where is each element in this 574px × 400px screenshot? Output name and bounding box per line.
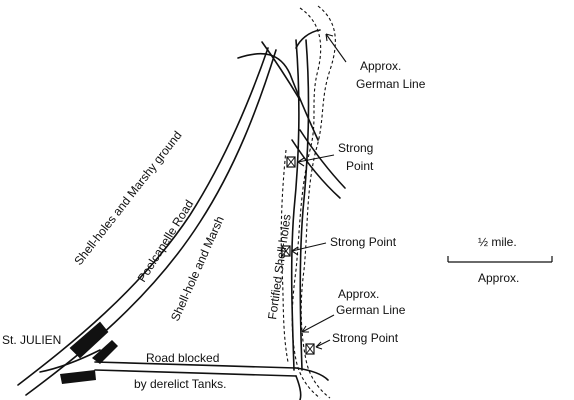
- label-road-blocked-2: by derelict Tanks.: [134, 377, 227, 391]
- german-line: [280, 5, 336, 399]
- arrow-strong-point-top: [297, 154, 335, 163]
- scale-note: Approx.: [478, 271, 519, 285]
- top-crossroad-c: [295, 29, 321, 49]
- label-approx-german-line-top-1: Approx.: [360, 59, 401, 73]
- arrow-german-line-mid: [301, 314, 335, 333]
- label-strong-point-bottom: Strong Point: [332, 331, 399, 345]
- trench-line-2: [300, 5, 336, 399]
- poelcapelle-road-edge-b: [25, 49, 277, 396]
- arrow-strong-point-bottom: [315, 339, 331, 348]
- bottom-junction-b: [295, 375, 302, 400]
- top-crossroad-a: [237, 52, 319, 141]
- scale-distance: ½ mile.: [478, 235, 517, 249]
- poelcapelle-road-edge-a: [17, 47, 269, 386]
- top-crossroad-b: [261, 41, 301, 101]
- label-approx-german-line-mid-1: Approx.: [338, 287, 379, 301]
- diag-road-b: [299, 129, 346, 189]
- label-approx-german-line-top-2: German Line: [356, 77, 426, 91]
- arrow-german-line-top: [325, 33, 347, 63]
- label-strong-point-middle: Strong Point: [330, 235, 397, 249]
- diag-road-a: [291, 139, 341, 199]
- label-st-julien: St. JULIEN: [2, 333, 61, 347]
- bottom-road-edge-b: [94, 369, 297, 377]
- label-strong-point-top-1: Strong: [338, 141, 373, 155]
- label-fortified-shell-holes: Fortified Shell-holes: [265, 213, 294, 320]
- strong-points: [281, 156, 315, 355]
- label-road-blocked-1: Road blocked: [146, 351, 219, 365]
- trench-line-3: [280, 149, 289, 363]
- stjulien-road-a: [39, 349, 101, 373]
- trench-line-1: [291, 7, 322, 399]
- bottom-junction-a: [295, 367, 329, 381]
- roads: [17, 29, 346, 400]
- arrows: [291, 33, 347, 350]
- label-strong-point-top-2: Point: [346, 159, 374, 173]
- arrow-strong-point-middle: [291, 242, 327, 252]
- main-road-edge-b: [299, 39, 310, 371]
- label-approx-german-line-mid-2: German Line: [336, 303, 406, 317]
- scale-bar: ½ mile. Approx.: [447, 235, 553, 285]
- bottom-road-edge-a: [94, 361, 297, 369]
- st-julien-village: [60, 321, 118, 384]
